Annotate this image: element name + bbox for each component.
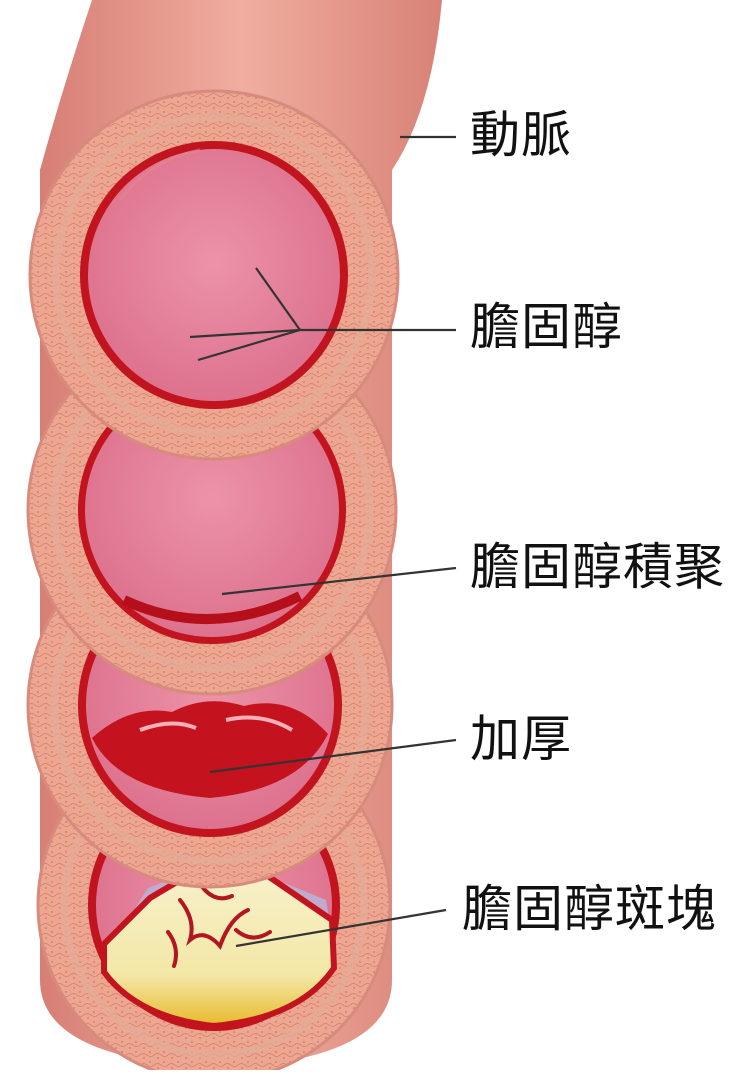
label-artery: 動脈	[470, 110, 572, 160]
section-cholesterol	[30, 91, 398, 459]
label-cholesterol: 膽固醇	[470, 302, 623, 352]
label-thickening: 加厚	[470, 714, 572, 764]
label-cholesterol-plaque: 膽固醇斑塊	[462, 884, 717, 934]
label-cholesterol-accumulation: 膽固醇積聚	[470, 542, 725, 592]
